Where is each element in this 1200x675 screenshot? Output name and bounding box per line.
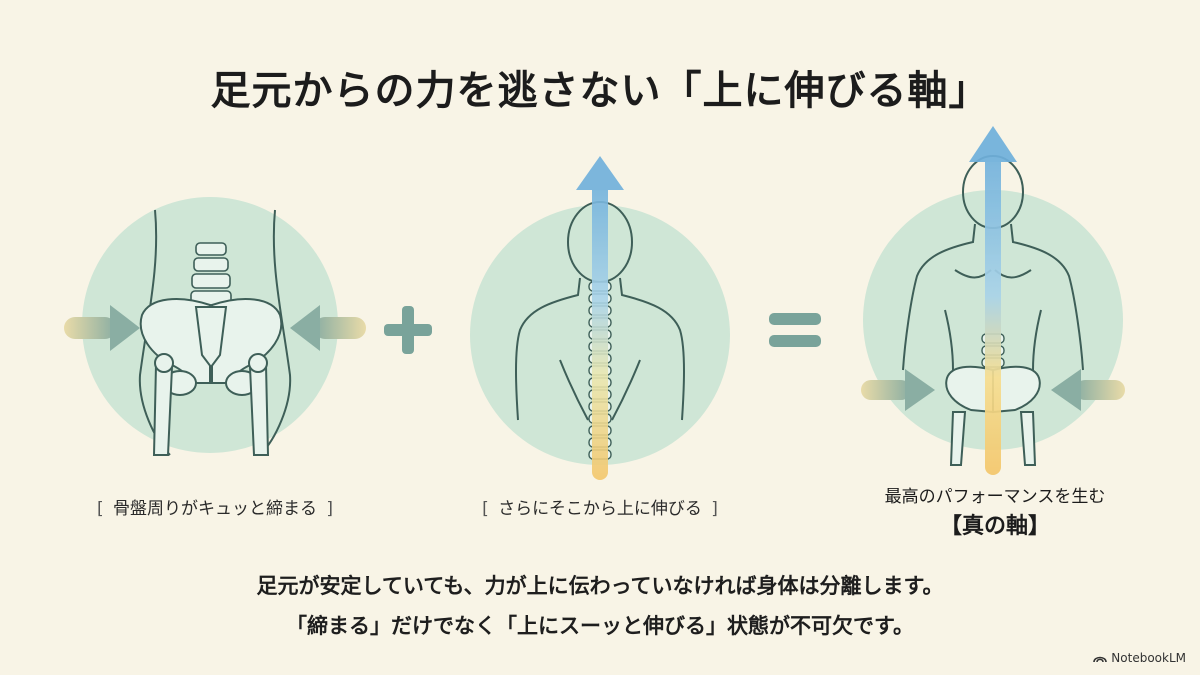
caption-open-bracket: [ — [482, 499, 489, 519]
panel-back — [470, 150, 730, 490]
caption-close-bracket: ] — [326, 499, 334, 519]
compress-arrow-left — [861, 369, 935, 411]
panel-true-axis — [855, 120, 1130, 475]
notebooklm-watermark: NotebookLM — [1093, 651, 1186, 665]
body-text-line-1: 足元が安定していても、力が上に伝わっていなければ身体は分離します。 — [256, 574, 944, 598]
true-axis-illustration — [861, 126, 1125, 475]
back-illustration — [470, 156, 730, 480]
upward-arrow — [969, 126, 1017, 475]
page-title: 足元からの力を逃さない「上に伸びる軸」 — [210, 68, 990, 114]
caption-true-axis-sub: 最高のパフォーマンスを生む — [884, 487, 1106, 507]
upward-arrow — [576, 156, 624, 480]
caption-true-axis-main: 【真の軸】 — [939, 514, 1050, 539]
caption-text: さらにそこから上に伸びる — [498, 499, 702, 519]
compress-arrow-left — [64, 305, 140, 351]
plus-icon — [384, 306, 432, 354]
lumbar-spine — [190, 242, 232, 306]
caption-back: [ さらにそこから上に伸びる ] — [425, 494, 775, 519]
caption-text: 骨盤周りがキュッと締まる — [113, 499, 317, 519]
body-text-line-2: 「締まる」だけでなく「上にスーッと伸びる」状態が不可欠です。 — [286, 614, 914, 638]
equals-icon — [769, 313, 821, 347]
compress-arrow-right — [290, 305, 366, 351]
caption-open-bracket: [ — [96, 499, 104, 519]
compress-arrow-right — [1051, 369, 1125, 411]
plus-operator — [378, 300, 438, 360]
femur-bones — [152, 353, 270, 456]
caption-close-bracket: ] — [711, 499, 718, 519]
caption-pelvis: [ 骨盤周りがキュッと締まる ] — [40, 494, 390, 519]
equals-operator — [765, 305, 825, 355]
panel-pelvis — [60, 197, 370, 465]
notebooklm-logo-icon — [1093, 656, 1108, 663]
watermark-text: NotebookLM — [1111, 651, 1186, 665]
pelvis-illustration — [64, 197, 366, 456]
